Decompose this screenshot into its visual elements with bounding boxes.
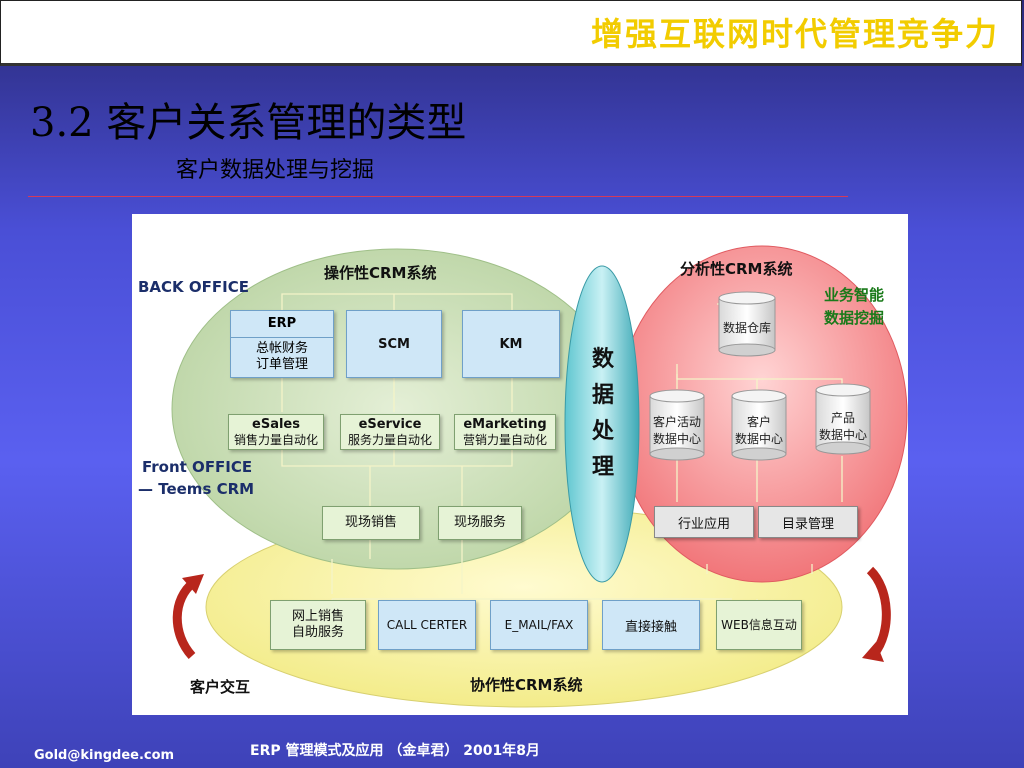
online-line1: 网上销售 bbox=[291, 609, 344, 625]
erp-line2: 订单管理 bbox=[255, 357, 308, 372]
esales-desc: 销售力量自动化 bbox=[233, 432, 318, 447]
footer-course: ERP 管理模式及应用 （金卓君） 2001年8月 bbox=[250, 743, 540, 759]
customer-cylinder bbox=[731, 389, 787, 461]
catalog-mgmt-box: 目录管理 bbox=[758, 506, 858, 538]
front-office-label: Front OFFICE bbox=[142, 458, 253, 476]
bi-label-line1: 业务智能 bbox=[824, 286, 885, 304]
slide-title: 3.2 客户关系管理的类型 bbox=[30, 100, 467, 146]
online-sales-box: 网上销售 自助服务 bbox=[270, 600, 366, 650]
activity-cylinder bbox=[649, 389, 705, 461]
emarketing-box: eMarketing 营销力量自动化 bbox=[454, 414, 556, 450]
footer-email: Gold@kingdee.com bbox=[34, 748, 175, 763]
eservice-box: eService 服务力量自动化 bbox=[340, 414, 440, 450]
email-fax-box: E_MAIL/FAX bbox=[490, 600, 588, 650]
esales-box: eSales 销售力量自动化 bbox=[228, 414, 324, 450]
header-title: 增强互联网时代管理竞争力 bbox=[590, 15, 999, 53]
activity-line1: 客户活动 bbox=[652, 415, 701, 429]
activity-line2: 数据中心 bbox=[652, 432, 701, 447]
call-center-box: CALL CERTER bbox=[378, 600, 476, 650]
left-cycle-arrow-icon bbox=[172, 574, 204, 660]
customer-data-label: 客户 数据中心 bbox=[728, 414, 790, 449]
operational-title: 操作性CRM系统 bbox=[324, 264, 437, 282]
direct-contact-box: 直接接触 bbox=[602, 600, 700, 650]
industry-apps-box: 行业应用 bbox=[654, 506, 754, 538]
erp-line1: 总帐财务 bbox=[255, 341, 308, 356]
eservice-desc: 服务力量自动化 bbox=[347, 432, 432, 447]
warehouse-cylinder bbox=[718, 291, 776, 357]
esales-name: eSales bbox=[252, 417, 300, 432]
product-cylinder bbox=[815, 383, 871, 455]
header-bar: 增强互联网时代管理竞争力 bbox=[0, 0, 1022, 66]
bi-label-line2: 数据挖掘 bbox=[824, 309, 885, 327]
customer-line2: 数据中心 bbox=[734, 432, 783, 447]
slide-subtitle: 客户数据处理与挖掘 bbox=[176, 158, 375, 183]
km-box: KM bbox=[462, 310, 560, 378]
data-processing-char-3: 处 bbox=[591, 419, 614, 444]
erp-box: ERP 总帐财务 订单管理 bbox=[230, 310, 334, 378]
web-interaction-box: WEB信息互动 bbox=[716, 600, 802, 650]
customer-line1: 客户 bbox=[746, 415, 771, 429]
data-processing-label: 数 据 处 理 bbox=[590, 342, 616, 486]
online-line2: 自助服务 bbox=[291, 625, 344, 640]
warehouse-label: 数据仓库 bbox=[722, 321, 771, 335]
data-processing-ellipse bbox=[564, 265, 640, 583]
erp-name: ERP bbox=[231, 311, 333, 338]
customer-interaction-label: 客户交互 bbox=[190, 678, 251, 696]
teems-crm-label: — Teems CRM bbox=[138, 480, 255, 498]
scm-box: SCM bbox=[346, 310, 442, 378]
product-line1: 产品 bbox=[830, 411, 855, 425]
back-office-label: BACK OFFICE bbox=[138, 278, 249, 296]
right-cycle-arrow-icon bbox=[862, 566, 891, 662]
activity-data-label: 客户活动 数据中心 bbox=[646, 414, 708, 449]
field-sales-box: 现场销售 bbox=[322, 506, 420, 540]
emarketing-name: eMarketing bbox=[463, 417, 547, 432]
data-processing-char-2: 据 bbox=[591, 383, 614, 408]
data-processing-char-1: 数 bbox=[591, 347, 614, 372]
title-divider bbox=[28, 196, 848, 197]
analytical-title: 分析性CRM系统 bbox=[680, 260, 793, 278]
collaborative-title: 协作性CRM系统 bbox=[470, 676, 583, 694]
crm-diagram: 操作性CRM系统 BACK OFFICE Front OFFICE — Teem… bbox=[132, 214, 908, 715]
product-data-label: 产品 数据中心 bbox=[812, 410, 874, 445]
field-service-box: 现场服务 bbox=[438, 506, 522, 540]
product-line2: 数据中心 bbox=[818, 428, 867, 443]
emarketing-desc: 营销力量自动化 bbox=[462, 432, 547, 447]
data-processing-char-4: 理 bbox=[591, 455, 614, 480]
eservice-name: eService bbox=[358, 417, 422, 432]
